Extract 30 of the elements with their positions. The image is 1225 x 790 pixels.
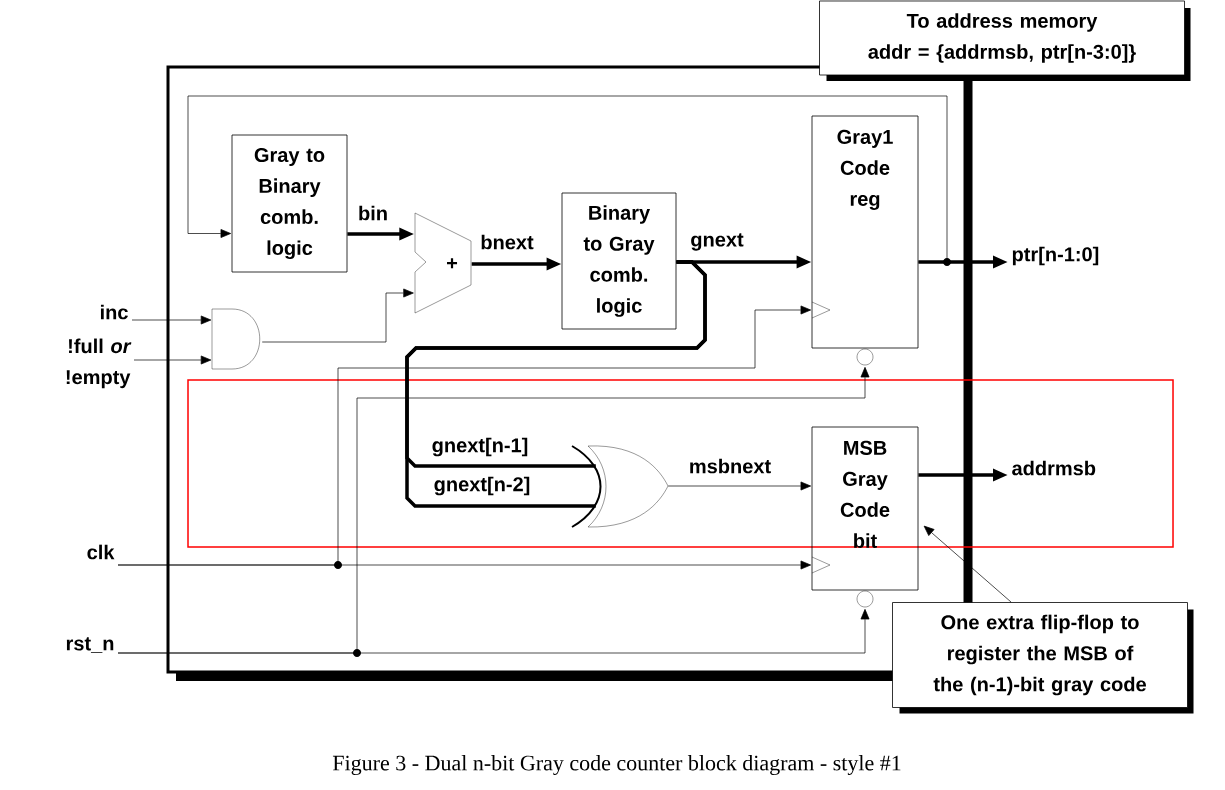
xor-gate (571, 445, 669, 528)
arrow (117, 366, 870, 654)
signal-name: !full or !empty (66, 338, 132, 389)
signal-name: inc (100, 304, 128, 320)
edge-label: msbnext (687, 457, 773, 475)
arrow (667, 481, 812, 491)
and-gate (211, 308, 260, 370)
signal-name: rst_n (66, 637, 114, 653)
note-box: To address memory addr = {addrmsb, ptr[n-3:0]} (819, 0, 1191, 81)
arrow (187, 95, 948, 263)
caption: Figure 3 - Dual n-bit Gray code counter block diagram - style #1 (332, 755, 901, 775)
signal-name: ptr[n-1:0] (1012, 246, 1099, 266)
arrow (131, 315, 212, 325)
arrow (117, 305, 812, 566)
wire (405, 260, 707, 508)
edge-label: bnext (479, 233, 535, 251)
logic-box: Binary to Gray comb. logic (561, 192, 677, 330)
signal-name: clk (87, 544, 115, 560)
flip-flop-box: MSB Gray Code bit (811, 426, 919, 608)
arrow (133, 355, 212, 365)
edge-label: gnext[n-2] (432, 475, 532, 497)
arrow (261, 288, 414, 343)
edge-label: gnext[n-1] (430, 436, 530, 458)
logic-box: Gray to Binary comb. logic (231, 134, 348, 273)
edge-label: gnext (689, 232, 745, 252)
callout-box: One extra flip-flop to register the MSB of the (n-1)-bit gray code (892, 602, 1194, 714)
register-box: Gray1 Code reg (811, 115, 919, 366)
edge-label: bin (357, 204, 389, 222)
signal-name: addrmsb (1012, 460, 1096, 476)
leader-line (923, 525, 1012, 603)
